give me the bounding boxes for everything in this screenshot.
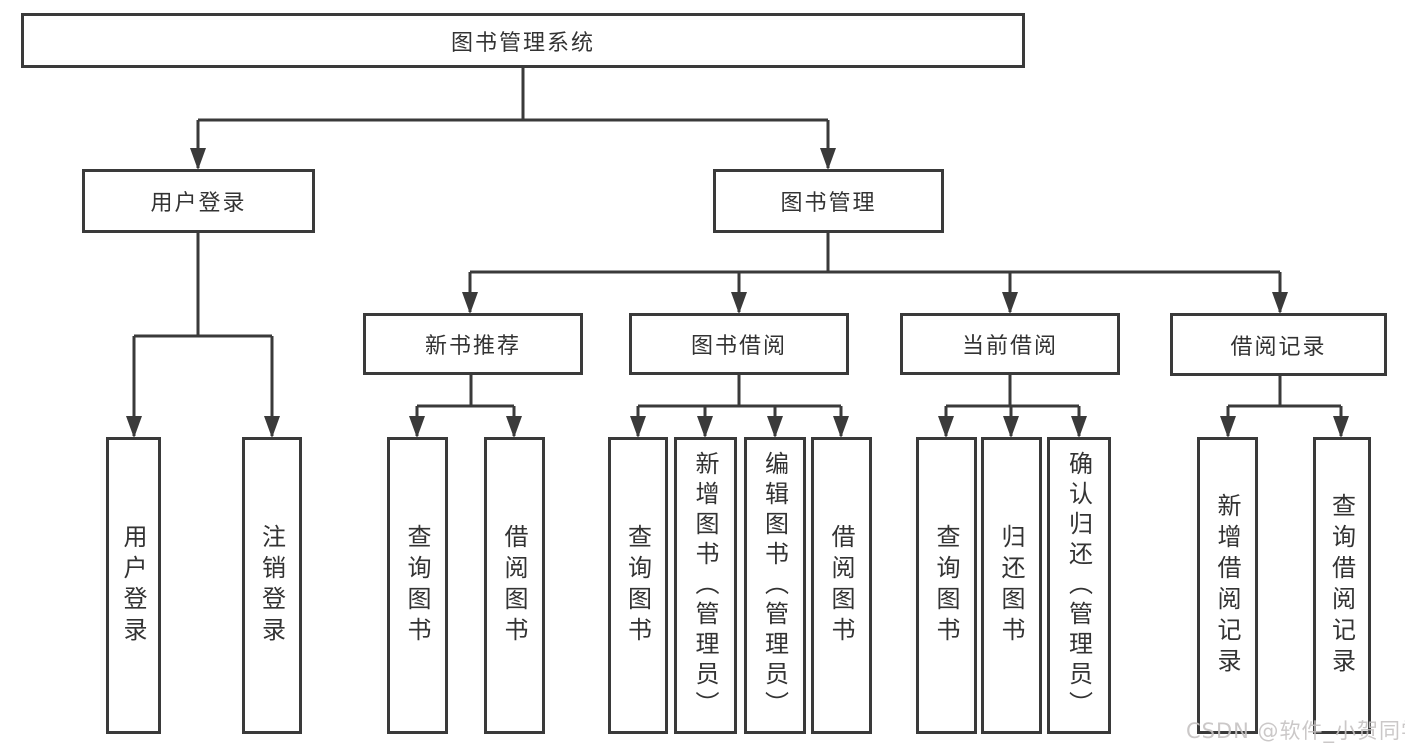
node-book-management-label: 图书管理 [780, 191, 877, 216]
leaf-query-books-borrow: 查询图书 [608, 437, 668, 734]
node-root-label: 图书管理系统 [450, 30, 595, 56]
leaf-borrow-books-recommend: 借阅图书 [484, 437, 545, 734]
node-current-borrow: 当前借阅 [900, 313, 1120, 375]
leaf-query-books-recommend: 查询图书 [387, 437, 448, 734]
node-book-borrow: 图书借阅 [629, 313, 849, 375]
node-user-login: 用户登录 [82, 169, 315, 233]
csdn-watermark: CSDN @软件_小贺同学 [1186, 719, 1405, 743]
leaf-user-login: 用户登录 [106, 437, 161, 734]
node-borrow-records: 借阅记录 [1170, 313, 1387, 376]
node-book-management: 图书管理 [713, 169, 944, 233]
node-new-book-recommend: 新书推荐 [363, 313, 583, 375]
node-user-login-label: 用户登录 [150, 191, 247, 216]
node-new-book-recommend-label: 新书推荐 [424, 334, 521, 359]
leaf-borrow-books-borrow: 借阅图书 [811, 437, 872, 734]
leaf-add-borrow-record: 新增借阅记录 [1197, 437, 1258, 734]
node-root: 图书管理系统 [21, 13, 1025, 68]
leaf-query-borrow-record: 查询借阅记录 [1313, 437, 1371, 734]
leaf-add-book-admin: 新增图书（管理员） [674, 437, 737, 734]
leaf-query-books-current: 查询图书 [916, 437, 977, 734]
leaf-return-book: 归还图书 [981, 437, 1042, 734]
node-book-borrow-label: 图书借阅 [690, 334, 787, 359]
leaf-confirm-return-admin: 确认归还（管理员） [1047, 437, 1111, 734]
leaf-edit-book-admin: 编辑图书（管理员） [744, 437, 806, 734]
leaf-logout: 注销登录 [242, 437, 302, 734]
node-borrow-records-label: 借阅记录 [1230, 334, 1327, 360]
node-current-borrow-label: 当前借阅 [961, 334, 1058, 359]
